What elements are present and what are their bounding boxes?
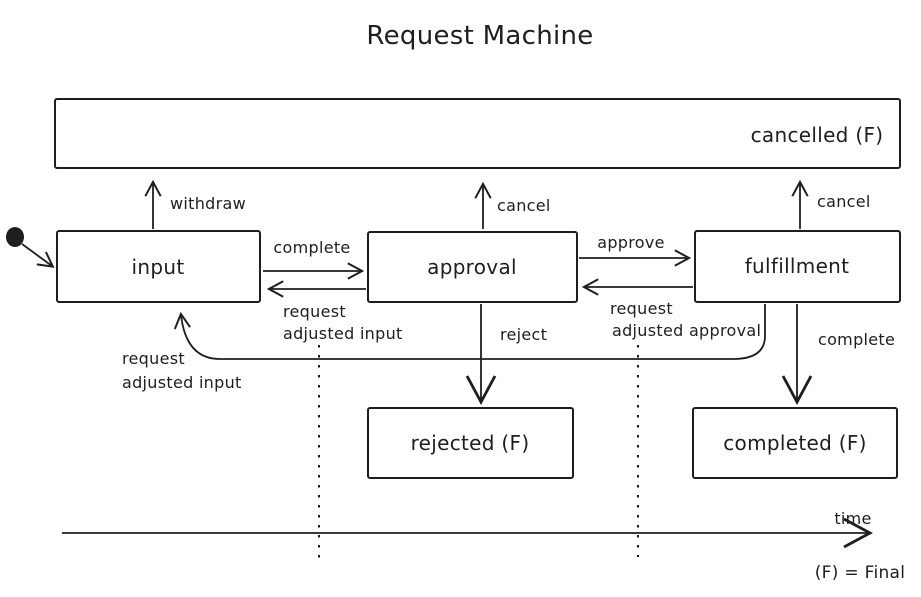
complete-input-label: complete xyxy=(273,238,350,257)
state-label-cancelled: cancelled (F) xyxy=(751,123,884,147)
request-adjusted-input-approval-label-line2: adjusted input xyxy=(283,324,403,343)
state-box-approval xyxy=(367,231,578,303)
transition-complete-from-input: complete xyxy=(263,238,365,280)
request-adjusted-input-fulfillment-label-line1: request xyxy=(122,349,185,368)
transition-approve: approve xyxy=(579,233,692,267)
state-box-input xyxy=(56,230,261,303)
state-box-rejected xyxy=(367,407,574,479)
initial-transition-arrow xyxy=(21,243,55,268)
state-fulfillment: fulfillment xyxy=(694,230,901,303)
approve-label: approve xyxy=(597,233,665,252)
state-cancelled: cancelled (F) xyxy=(54,98,901,169)
initial-state-marker xyxy=(6,227,55,268)
request-adjusted-input-approval-label-line1: request xyxy=(283,302,346,321)
transition-request-adjusted-approval: request adjusted approval xyxy=(581,278,761,340)
state-approval: approval xyxy=(367,231,578,303)
state-input: input xyxy=(56,230,261,303)
transition-complete-from-fulfillment: complete xyxy=(781,304,895,405)
time-axis-label: time xyxy=(834,509,871,528)
state-box-fulfillment xyxy=(694,230,901,303)
reject-label: reject xyxy=(500,325,547,344)
state-completed: completed (F) xyxy=(692,407,898,479)
cancel-fulfillment-label: cancel xyxy=(817,192,871,211)
state-box-completed xyxy=(692,407,898,479)
transition-request-adjusted-input-from-fulfillment: request adjusted input xyxy=(122,304,766,392)
transition-request-adjusted-input-from-approval: request adjusted input xyxy=(266,280,403,343)
state-label-input: input xyxy=(132,255,185,279)
state-rejected: rejected (F) xyxy=(367,407,574,479)
final-note: (F) = Final xyxy=(815,563,906,583)
transition-cancel-from-fulfillment: cancel xyxy=(791,179,871,229)
state-label-completed: completed (F) xyxy=(723,431,866,455)
state-box-cancelled xyxy=(54,98,901,169)
state-label-approval: approval xyxy=(427,255,517,279)
state-label-fulfillment: fulfillment xyxy=(745,254,850,278)
request-adjusted-input-fulfillment-curve xyxy=(173,304,766,360)
cancel-approval-label: cancel xyxy=(497,196,551,215)
initial-state-dot xyxy=(6,227,24,247)
transition-reject: reject xyxy=(465,304,547,405)
transition-withdraw: withdraw xyxy=(144,179,246,229)
state-label-rejected: rejected (F) xyxy=(411,431,530,455)
time-axis: time xyxy=(62,509,873,549)
request-adjusted-input-fulfillment-label-line2: adjusted input xyxy=(122,373,242,392)
complete-fulfillment-label: complete xyxy=(818,330,895,349)
request-adjusted-approval-label-line2: adjusted approval xyxy=(612,321,761,340)
withdraw-label: withdraw xyxy=(170,194,246,213)
request-adjusted-approval-label-line1: request xyxy=(610,299,673,318)
diagram-title: Request Machine xyxy=(366,21,593,51)
transition-cancel-from-approval: cancel xyxy=(474,181,551,229)
